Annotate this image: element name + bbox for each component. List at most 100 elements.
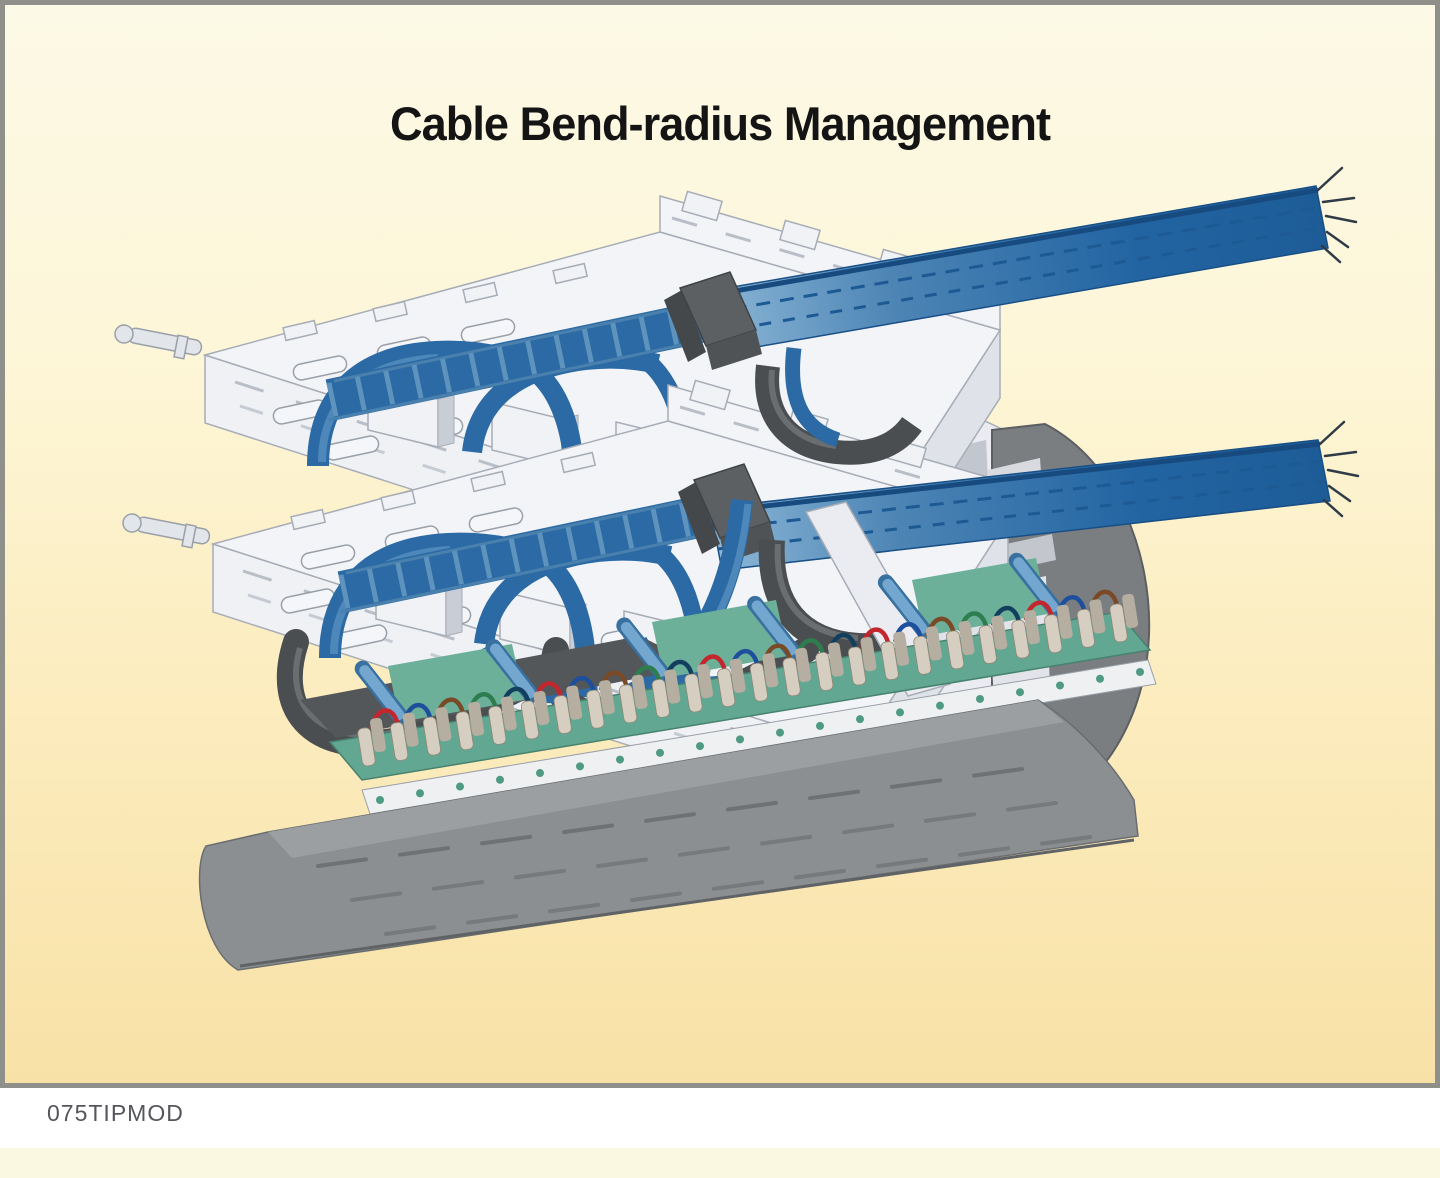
base-ridge [480,834,532,846]
base-ridge [890,778,942,789]
base-ridge [1040,835,1092,846]
tooth-shadow [795,647,812,683]
base-ridges [316,767,1092,936]
solder-pad [1096,674,1104,683]
solder-pad [656,748,664,757]
base-ridge [514,868,566,880]
base-ridge [316,857,368,868]
solder-pad [856,715,864,724]
mounting-base [198,699,1139,971]
solder-pad [936,701,944,710]
tooth-shadow [893,631,910,666]
tooth-shadow [566,685,583,720]
base-ridge [726,800,778,812]
tooth [946,630,965,670]
tooth-shadow [598,680,615,715]
tooth-shadow [468,701,485,736]
frayed-wires [1316,166,1358,264]
tooth-shadow [664,669,681,704]
tooth-shadow [729,658,746,693]
solder-pad [496,775,504,784]
punch-down-teeth [357,593,1139,767]
solder-pad [1136,668,1144,676]
solder-pad [576,762,584,771]
cable-stub-core [359,665,405,721]
base-ridge [972,767,1024,778]
cable-stub-core [882,578,928,634]
tooth-shadow [696,663,714,699]
tooth-shadow [369,717,387,753]
base-ridge [432,880,484,891]
solder-pad [976,694,984,703]
solder-pad [816,721,824,730]
tooth [553,695,572,735]
tooth-shadow [1056,604,1073,639]
cable-stub-core [620,621,666,677]
base-ridge [1006,801,1058,812]
tooth-shadow [991,615,1008,650]
base-ridge [876,857,928,869]
solder-pad [696,742,704,751]
base-ridge [842,823,894,835]
tooth [586,689,605,729]
tooth-shadow [1023,610,1041,645]
tooth [651,678,670,718]
tooth [488,705,507,745]
solder-pad [416,789,424,798]
base-ridge [548,902,600,914]
tooth [717,668,736,708]
tooth-shadow [500,696,517,731]
frayed-wires [1318,420,1360,518]
solder-pad [896,708,904,717]
base-ridge [712,880,764,891]
base-ridge [678,846,730,857]
base-ridge [794,868,846,880]
tooth [978,625,997,664]
solder-pad [736,735,744,744]
solder-pad [776,728,784,737]
tooth [815,651,834,691]
solder-pads [376,668,1144,804]
tooth [913,635,932,675]
base-ridge [596,857,648,869]
tooth [1011,619,1030,659]
tooth [749,662,768,702]
tooth-shadow [1089,599,1106,634]
base-ridge [808,789,860,801]
tooth-shadow [402,712,419,747]
tooth [357,727,376,767]
figure-title: Cable Bend-radius Management [389,97,1051,150]
cable-bundle-upper [703,166,1358,355]
tooth [684,673,703,713]
tooth [1109,603,1128,643]
tooth [422,716,441,756]
tooth [619,684,638,724]
figure-caption: 075TIPMOD [47,1100,184,1126]
tooth-shadow [860,636,877,672]
tooth [1076,608,1095,648]
cable-management-illustration [0,0,1440,1088]
tooth [520,700,540,740]
footer-band-lower [0,1148,1440,1178]
tooth-shadow [631,674,648,710]
cable-stub-core [490,643,535,699]
cable-stubs [354,552,1063,725]
base-ridge [958,846,1010,857]
tooth-shadow [533,690,550,726]
tooth-shadow [958,620,975,656]
cable-stub-core [1013,557,1059,613]
solder-pad [616,755,624,764]
tooth [782,657,801,697]
tooth-shadow [827,642,844,677]
tooth [1044,614,1063,654]
base-ridge [384,925,436,936]
tooth [390,722,409,761]
footer-band [0,1088,1440,1148]
termination-board [300,552,1157,815]
base-ridge [630,891,682,903]
base-ridge [760,834,812,846]
base-ridge [924,812,976,823]
tooth-shadow [435,707,452,742]
solder-pad [1016,688,1024,697]
